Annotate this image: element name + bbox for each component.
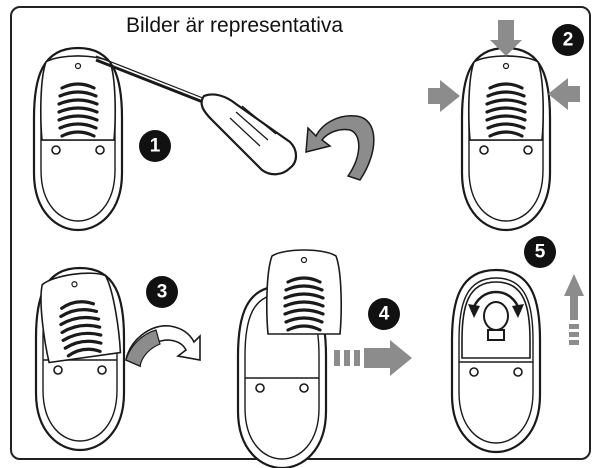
svg-text:3: 3 xyxy=(157,282,168,303)
press-arrow-left-icon xyxy=(428,80,460,112)
svg-text:4: 4 xyxy=(379,304,390,325)
screwdriver-icon xyxy=(96,56,296,174)
step-4-cover xyxy=(267,250,341,334)
step-2-device xyxy=(462,48,550,230)
step-badge-2: 2 xyxy=(552,24,584,56)
lift-arrow-icon xyxy=(564,274,584,345)
rotate-arrow-icon xyxy=(306,116,374,180)
step-1-device xyxy=(34,48,122,230)
press-arrow-right-icon xyxy=(548,78,580,110)
svg-text:2: 2 xyxy=(563,30,574,51)
step-badge-3: 3 xyxy=(146,276,178,308)
slide-arrow-icon xyxy=(334,340,412,376)
step-5-device xyxy=(452,270,540,452)
step-badge-4: 4 xyxy=(368,298,400,330)
svg-text:1: 1 xyxy=(150,136,161,157)
svg-text:5: 5 xyxy=(535,242,546,263)
step-3-device xyxy=(36,268,124,450)
swing-arrow-icon xyxy=(126,326,200,366)
step-badge-1: 1 xyxy=(139,130,171,162)
step-badge-5: 5 xyxy=(524,236,556,268)
